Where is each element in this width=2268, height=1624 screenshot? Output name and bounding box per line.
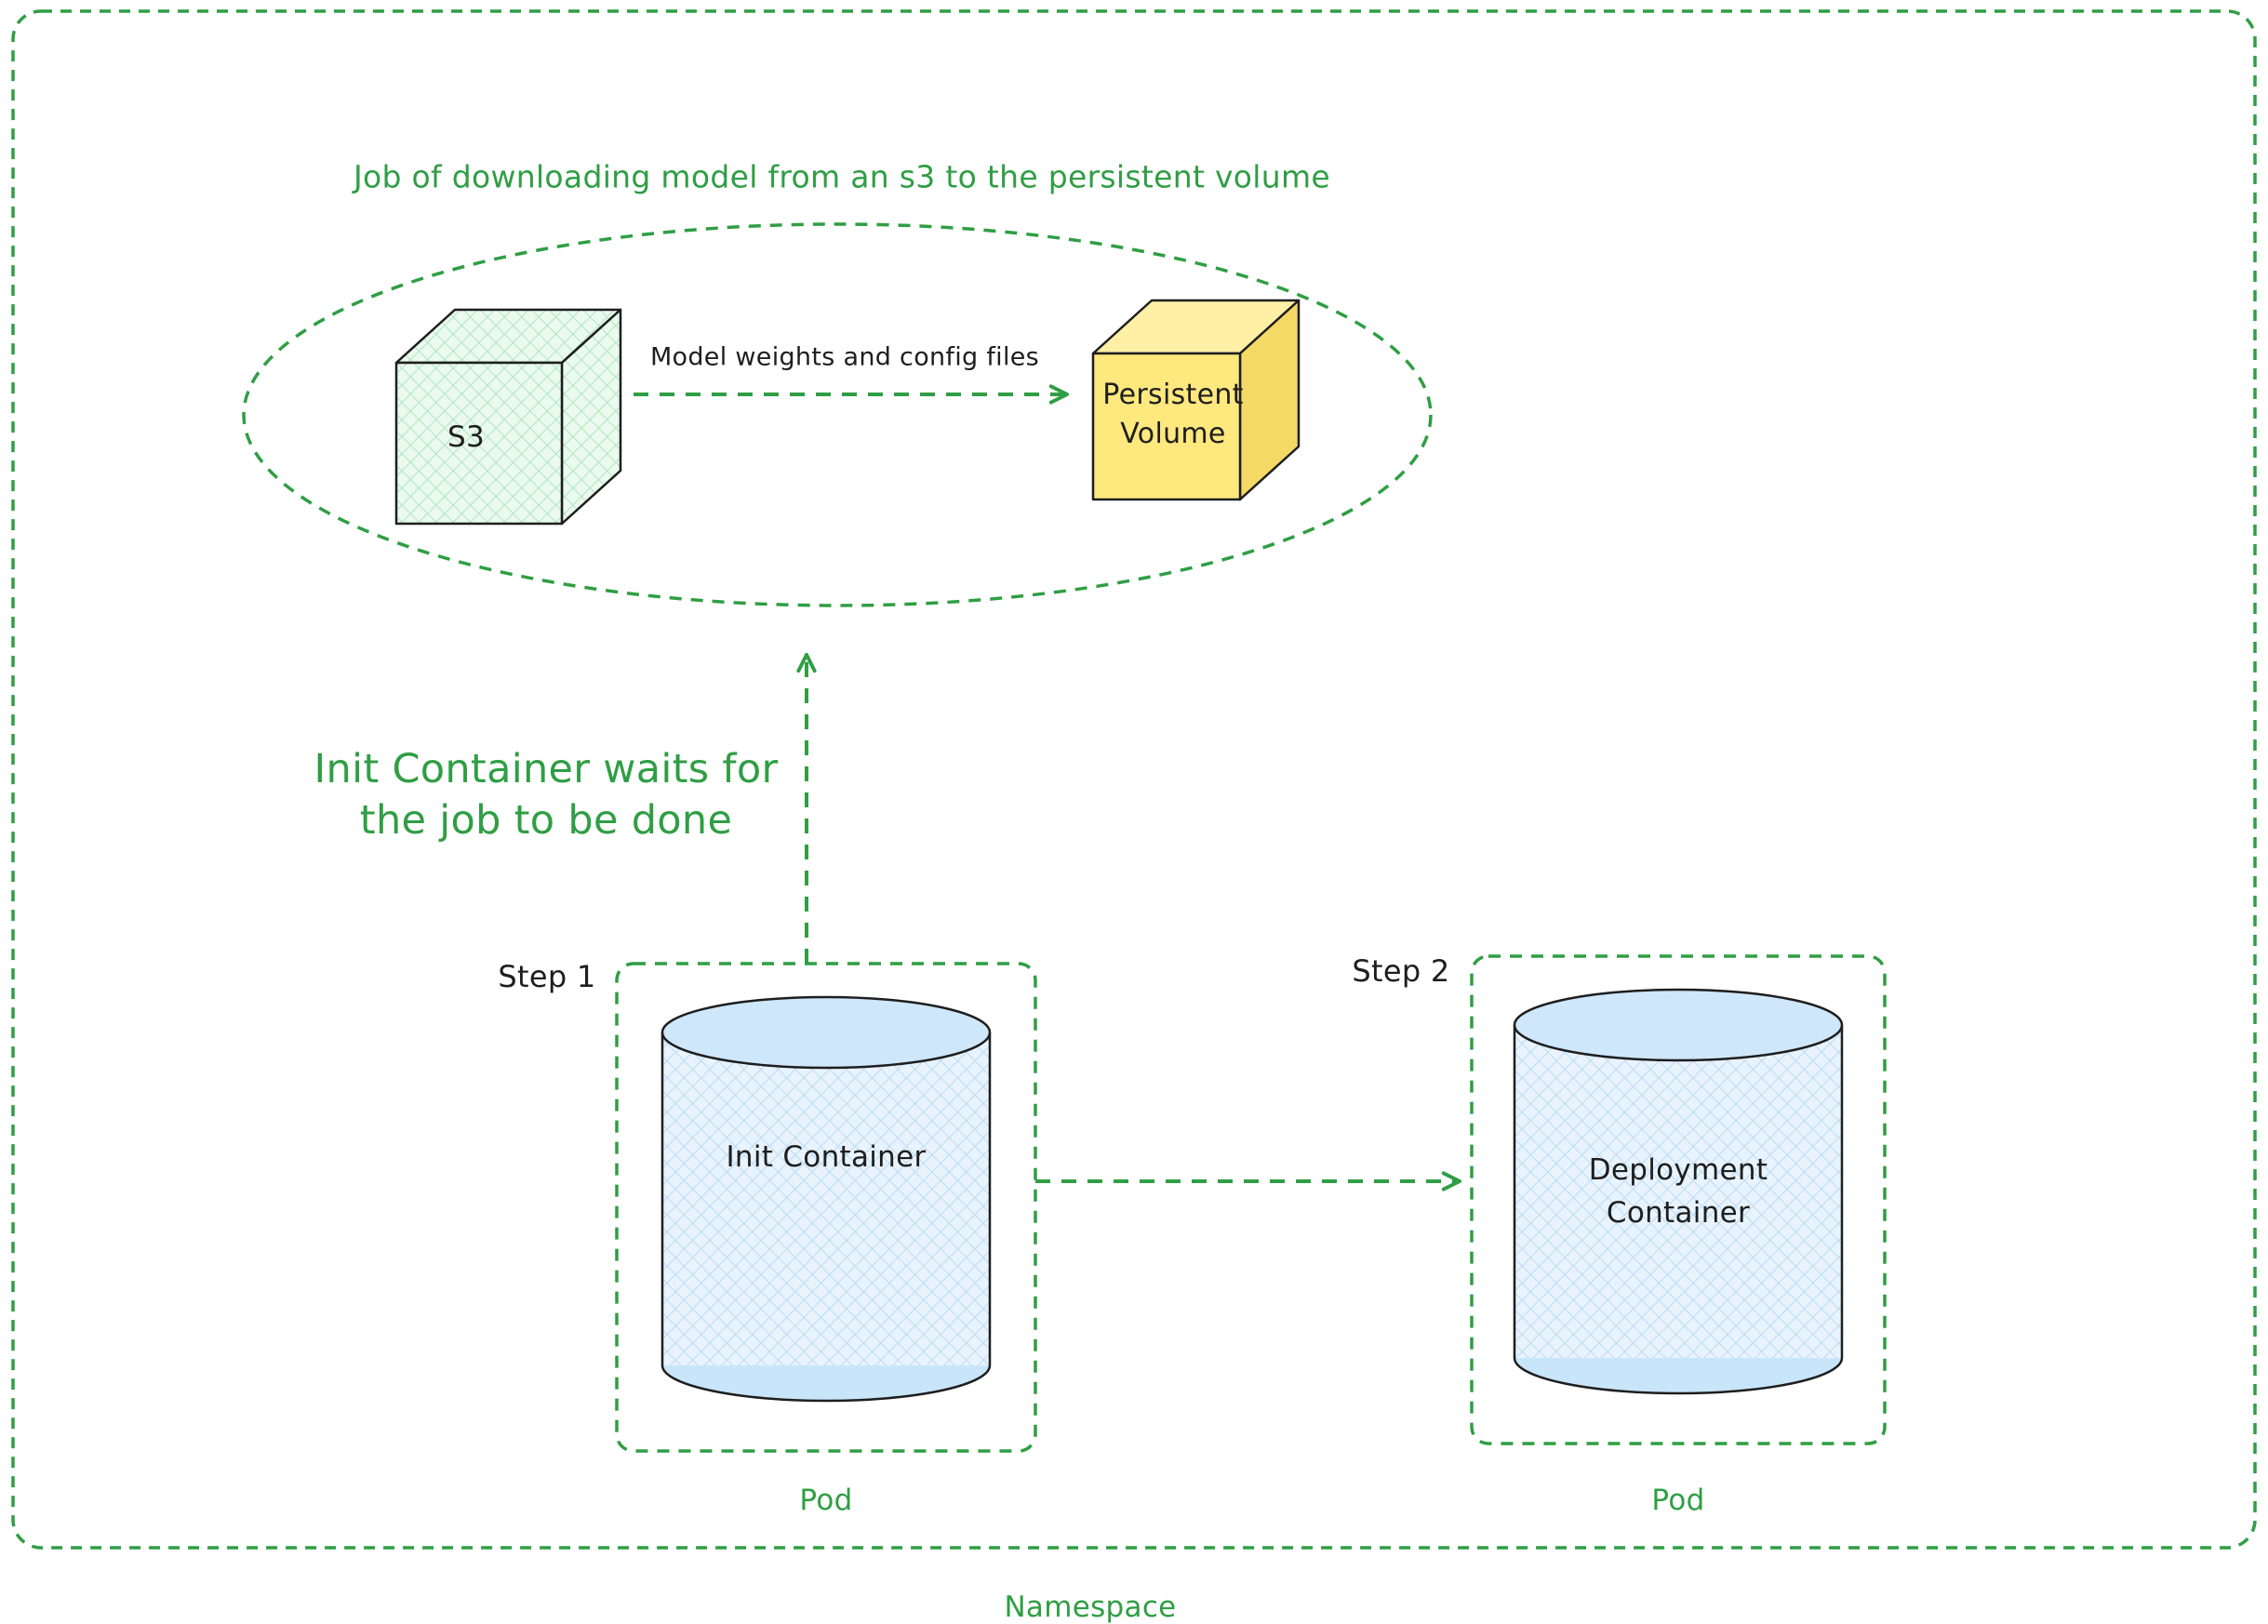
pod-label-step2: Pod	[1651, 1484, 1705, 1517]
step1-label: Step 1	[498, 959, 596, 994]
step2-pod-box	[1470, 954, 1887, 1445]
persistent-volume-label: Persistent Volume	[1102, 376, 1243, 454]
wait-note: Init Container waits for the job to be d…	[314, 744, 779, 846]
deployment-container-label: Deployment Container	[1589, 1149, 1768, 1234]
deployment-container-label-line1: Deployment	[1588, 1153, 1768, 1187]
deployment-container-label-line2: Container	[1606, 1196, 1751, 1230]
wait-note-line1: Init Container waits for	[314, 746, 779, 792]
step1-pod-box	[615, 962, 1037, 1453]
transfer-arrow-label: Model weights and config files	[649, 342, 1040, 372]
wait-note-line2: the job to be done	[359, 797, 733, 844]
job-group-title: Job of downloading model from an s3 to t…	[353, 158, 1331, 195]
s3-label: S3	[447, 420, 486, 454]
pod-label-step1: Pod	[799, 1484, 853, 1517]
persistent-volume-label-line2: Volume	[1120, 418, 1226, 450]
init-container-label: Init Container	[726, 1140, 927, 1174]
s3-cube-icon	[394, 308, 622, 526]
init-container-cylinder-icon	[660, 995, 992, 1403]
persistent-volume-label-line1: Persistent	[1102, 379, 1244, 411]
namespace-label: Namespace	[1004, 1591, 1177, 1624]
step2-label: Step 2	[1352, 953, 1450, 989]
deployment-container-cylinder-icon	[1513, 988, 1844, 1395]
namespace-border	[11, 9, 2257, 1550]
job-group-ellipse	[242, 222, 1433, 607]
persistent-volume-cube-icon	[1091, 299, 1301, 501]
